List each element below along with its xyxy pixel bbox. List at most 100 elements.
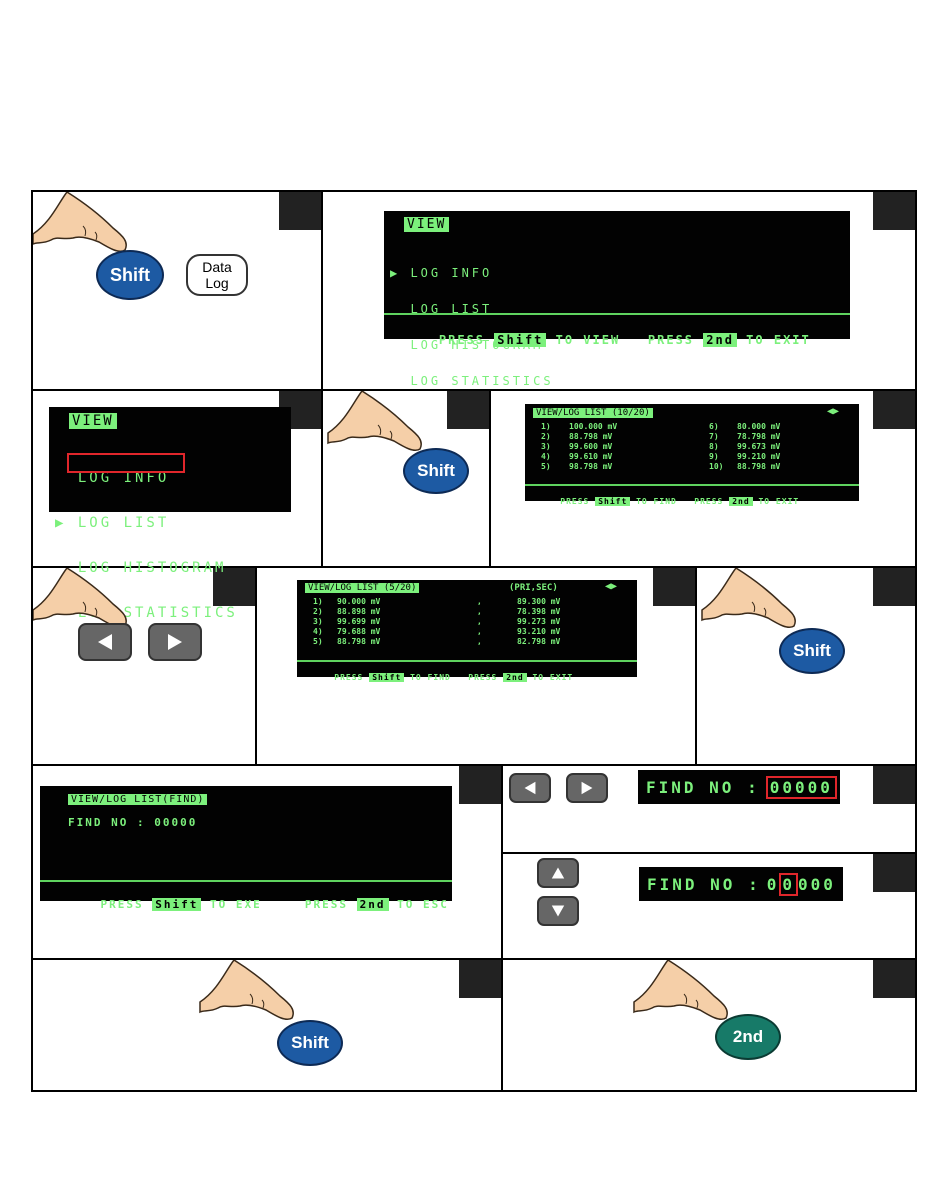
find-number-field: FIND NO : 00000	[638, 770, 840, 804]
pointing-hand-icon	[33, 192, 128, 253]
table-row: 2)88.898 mV,78.398 mV	[313, 607, 561, 616]
right-arrow-button[interactable]	[148, 623, 202, 661]
grid-border	[255, 566, 257, 766]
grid-border	[695, 566, 697, 766]
right-arrow-button[interactable]	[566, 773, 608, 803]
find-number-label: FIND NO :	[646, 777, 760, 797]
shift-button[interactable]: Shift	[277, 1020, 343, 1066]
triangle-down-icon	[551, 905, 565, 917]
triangle-right-icon	[581, 781, 593, 795]
table-row: 8)99.673 mV	[709, 442, 781, 451]
log-list-10-screen: VIEW/LOG LIST (10/20) ◀▶ 1)100.000 mV 2)…	[525, 404, 859, 506]
table-row: 3)99.699 mV,99.273 mV	[313, 617, 561, 626]
table-row: 10)88.798 mV	[709, 462, 781, 471]
selection-highlight	[67, 453, 185, 473]
scroll-arrows-icon: ◀▶	[604, 581, 617, 592]
table-row: 1)100.000 mV	[541, 422, 618, 431]
screen-footer: PRESS Shift TO FIND PRESS 2nd TO EXIT	[297, 660, 637, 691]
screen-footer: PRESS Shift TO VIEW PRESS 2nd TO EXIT	[384, 313, 850, 361]
view-menu-screen: VIEW ▶ LOG INFO LOG LIST LOG HISTOGRAM L…	[384, 211, 850, 387]
find-number-value[interactable]: 00000	[765, 775, 837, 799]
shift-button-label: Shift	[110, 264, 150, 285]
find-digit-selected[interactable]: 0	[779, 872, 798, 896]
find-digit: 0	[766, 874, 780, 894]
menu-item-log-histogram[interactable]: LOG HISTOGRAM	[77, 560, 227, 576]
find-screen: VIEW/LOG LIST(FIND) FIND NO : 00000 PRES…	[40, 786, 452, 911]
scroll-arrows-icon: ◀▶	[826, 406, 839, 417]
step-tag	[873, 391, 915, 429]
grid-border	[31, 1090, 917, 1092]
table-row: 4)79.688 mV,93.210 mV	[313, 627, 561, 636]
grid-border	[31, 566, 917, 568]
find-number-label: FIND NO : 00000	[68, 816, 198, 829]
step-tag	[653, 568, 695, 606]
grid-border	[501, 852, 917, 854]
grid-border	[31, 958, 917, 960]
second-button[interactable]: 2nd	[715, 1014, 781, 1060]
pointing-hand-icon	[199, 960, 295, 1021]
step-tag	[459, 960, 501, 998]
menu-item-log-list[interactable]: ▶ LOG LIST	[55, 515, 170, 531]
left-arrow-button[interactable]	[509, 773, 551, 803]
shift-button[interactable]: Shift	[403, 448, 469, 494]
screen-footer: PRESS Shift TO FIND PRESS 2nd TO EXIT	[525, 484, 859, 515]
grid-border	[31, 190, 33, 1092]
menu-item-log-info[interactable]: ▶ LOG INFO	[390, 266, 493, 280]
grid-border	[489, 389, 491, 568]
view-menu-screen-selected: VIEW LOG INFO ▶ LOG LIST LOG HISTOGRAM L…	[49, 407, 291, 621]
find-title: VIEW/LOG LIST(FIND)	[68, 794, 208, 805]
triangle-left-icon	[524, 781, 536, 795]
pointing-hand-icon	[327, 391, 423, 452]
triangle-left-icon	[98, 634, 112, 650]
step-tag	[873, 766, 915, 804]
log-list-5-screen: VIEW/LOG LIST (5/20) (PRI,SEC) ◀▶ 1)90.0…	[297, 580, 637, 682]
triangle-up-icon	[551, 867, 565, 879]
shift-button-label: Shift	[291, 1033, 329, 1052]
log-list-subtitle: (PRI,SEC)	[509, 583, 558, 593]
menu-item-log-statistics[interactable]: LOG STATISTICS	[410, 374, 554, 388]
step-tag	[213, 568, 255, 606]
find-digits-rest: 000	[797, 874, 836, 894]
step-tag	[873, 960, 915, 998]
table-row: 5)98.798 mV	[541, 462, 613, 471]
log-table-right: 6)80.000 mV 7)78.798 mV 8)99.673 mV 9)99…	[709, 422, 780, 472]
up-arrow-button[interactable]	[537, 858, 579, 888]
menu-item-log-list[interactable]: LOG LIST	[410, 302, 493, 316]
log-list-title: VIEW/LOG LIST (5/20)	[305, 583, 420, 593]
shift-button-label: Shift	[793, 641, 831, 660]
screen-footer: PRESS Shift TO EXE PRESS 2nd TO ESC	[40, 880, 452, 924]
shift-button[interactable]: Shift	[779, 628, 845, 674]
step-tag	[459, 766, 501, 804]
table-row: 6)80.000 mV	[709, 422, 781, 431]
grid-border	[501, 764, 503, 1092]
find-number-label: FIND NO :	[647, 874, 761, 894]
find-number-field: FIND NO : 0 0 000	[639, 867, 843, 901]
view-title: VIEW	[69, 413, 117, 429]
view-title: VIEW	[404, 217, 450, 232]
grid-border	[31, 190, 917, 192]
grid-border	[915, 190, 917, 1092]
log-table: 1)90.000 mV,89.300 mV 2)88.898 mV,78.398…	[313, 597, 560, 647]
grid-border	[31, 389, 917, 391]
step-tag	[873, 192, 915, 230]
table-row: 3)99.600 mV	[541, 442, 613, 451]
shift-button[interactable]: Shift	[96, 250, 164, 300]
log-list-title: VIEW/LOG LIST (10/20)	[533, 408, 653, 418]
second-button-label: 2nd	[732, 1027, 764, 1046]
shift-button-label: Shift	[417, 461, 455, 480]
table-row: 5)88.798 mV,82.798 mV	[313, 637, 561, 646]
table-row: 7)78.798 mV	[709, 432, 781, 441]
left-arrow-button[interactable]	[78, 623, 132, 661]
table-row: 1)90.000 mV,89.300 mV	[313, 597, 561, 606]
pointing-hand-icon	[701, 568, 797, 629]
step-tag	[447, 391, 489, 429]
log-table-left: 1)100.000 mV 2)88.798 mV 3)99.600 mV 4)9…	[541, 422, 617, 472]
table-row: 9)99.210 mV	[709, 452, 781, 461]
menu-item-log-info[interactable]: LOG INFO	[77, 470, 170, 486]
grid-border	[321, 190, 323, 568]
step-tag	[279, 192, 321, 230]
down-arrow-button[interactable]	[537, 896, 579, 926]
step-tag	[873, 854, 915, 892]
